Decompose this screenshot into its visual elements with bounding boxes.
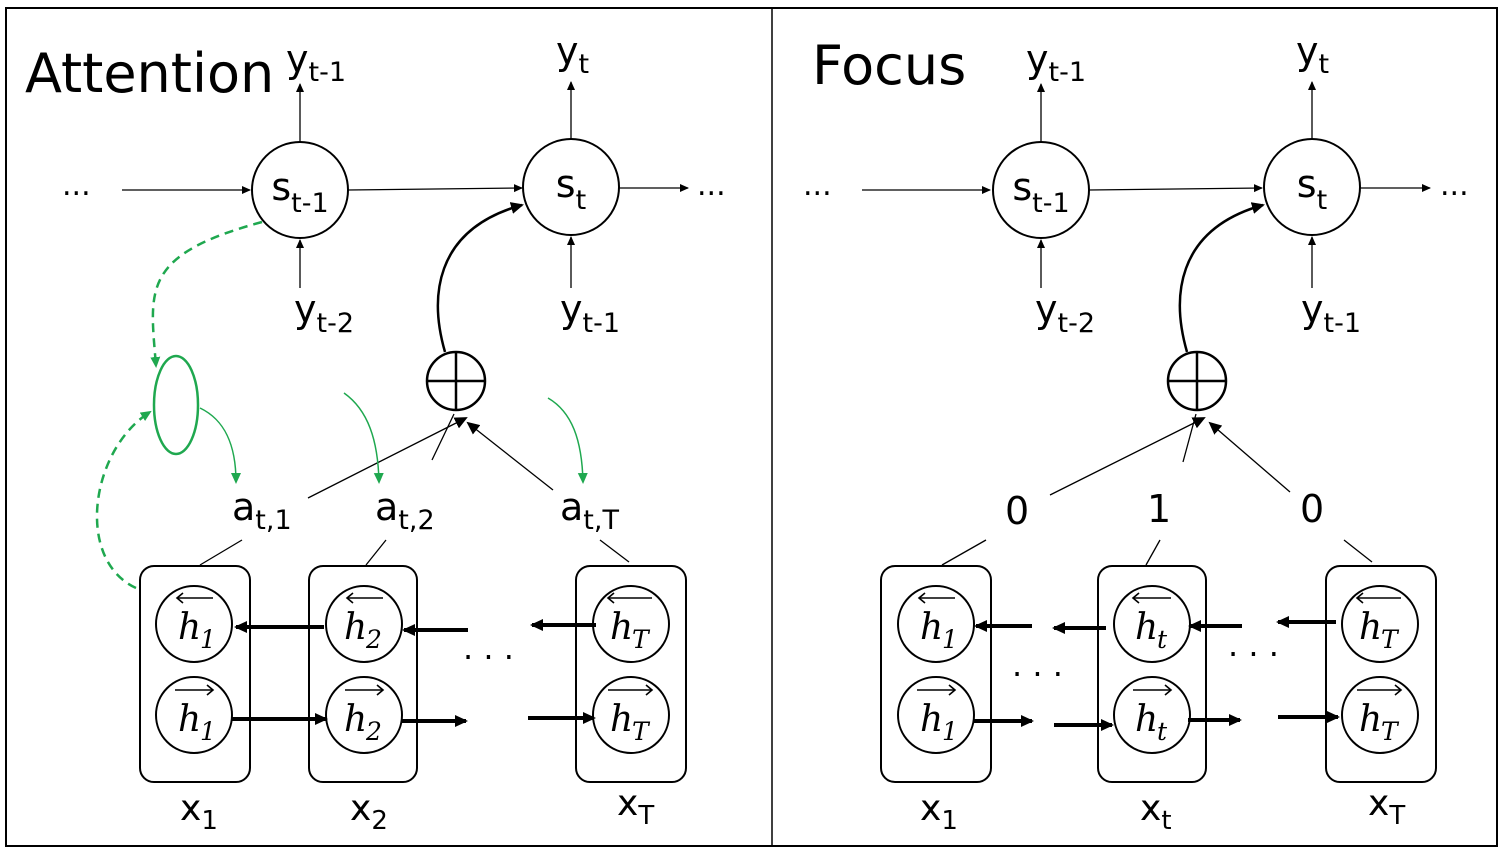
svg-text:h: h (1135, 607, 1158, 648)
svg-text:1: 1 (942, 625, 958, 654)
right-ellipsis-start: ... (803, 168, 832, 203)
svg-text:h: h (920, 699, 943, 740)
right-state-curr-label: st (1297, 162, 1327, 216)
left-combine-icon (425, 350, 487, 412)
outer-frame (5, 7, 1498, 847)
left-ellipsis-end: ... (697, 168, 726, 203)
left-output-curr: yt (556, 29, 589, 80)
svg-text:h: h (610, 699, 633, 740)
right-weight-1: 0 (1005, 489, 1029, 533)
svg-text:h: h (610, 607, 633, 648)
svg-text:1: 1 (942, 717, 958, 746)
left-prev-input-2: yt-1 (560, 287, 620, 339)
svg-text:h: h (178, 699, 201, 740)
svg-text:h: h (1359, 607, 1382, 648)
focus-panel: Focus ... st-1 st ... yt-1 yt yt-2 yt-1 (803, 29, 1469, 836)
svg-text:h: h (920, 607, 943, 648)
svg-text:h: h (1359, 699, 1382, 740)
svg-text:h: h (344, 607, 367, 648)
attention-title: Attention (25, 42, 274, 105)
right-encoder-t: ht ht (1097, 565, 1207, 783)
left-encoder-dots: · · · (463, 638, 514, 676)
right-weight-T: 0 (1300, 487, 1324, 531)
left-input-1: x1 (180, 788, 218, 836)
left-ellipsis-start: ... (62, 168, 91, 203)
right-input-1: x1 (920, 788, 958, 836)
right-prev-input-2: yt-1 (1301, 287, 1361, 339)
left-weight-2: at,2 (375, 485, 435, 536)
svg-text:1: 1 (200, 625, 216, 654)
left-encoder-T: hT hT (575, 565, 687, 783)
svg-text:2: 2 (365, 625, 382, 654)
left-encoder-2: h2 h2 (308, 565, 418, 783)
left-prev-input-1: yt-2 (294, 287, 354, 339)
right-state-prev-label: st-1 (1012, 165, 1069, 219)
right-output-curr: yt (1296, 29, 1329, 80)
focus-title: Focus (812, 34, 966, 97)
svg-text:h: h (1135, 699, 1158, 740)
left-input-T: xT (617, 783, 654, 831)
svg-text:1: 1 (200, 717, 216, 746)
right-ellipsis-end: ... (1440, 168, 1469, 203)
left-state-prev-label: st-1 (271, 165, 328, 219)
svg-text:T: T (632, 717, 651, 746)
right-output-prev: yt-1 (1026, 37, 1086, 88)
right-input-t: xt (1140, 788, 1172, 836)
svg-text:T: T (1381, 625, 1400, 654)
svg-text:t: t (1157, 625, 1168, 654)
left-input-2: x2 (350, 788, 388, 836)
left-output-prev: yt-1 (286, 37, 346, 88)
left-encoder-1: h1 h1 (139, 565, 251, 783)
svg-text:h: h (178, 607, 201, 648)
right-prev-input-1: yt-2 (1035, 287, 1095, 339)
attention-score-node (152, 354, 200, 456)
right-combine-icon (1166, 350, 1228, 412)
svg-text:T: T (1381, 717, 1400, 746)
left-weight-1: at,1 (232, 485, 292, 536)
left-weight-T: at,T (560, 485, 619, 536)
right-encoder-T: hT hT (1325, 565, 1437, 783)
right-encoder-dots-2: · · · (1228, 635, 1279, 673)
right-encoder-dots-1: · · · (1012, 655, 1063, 693)
svg-text:T: T (632, 625, 651, 654)
svg-text:2: 2 (365, 717, 382, 746)
right-encoder-1: h1 h1 (880, 565, 992, 783)
svg-text:t: t (1157, 717, 1168, 746)
attention-panel: Attention ... st-1 st ... yt-1 yt yt-2 y… (25, 29, 726, 836)
right-input-T: xT (1368, 783, 1405, 831)
right-weight-2: 1 (1147, 487, 1171, 531)
svg-text:h: h (344, 699, 367, 740)
left-state-curr-label: st (556, 162, 586, 216)
